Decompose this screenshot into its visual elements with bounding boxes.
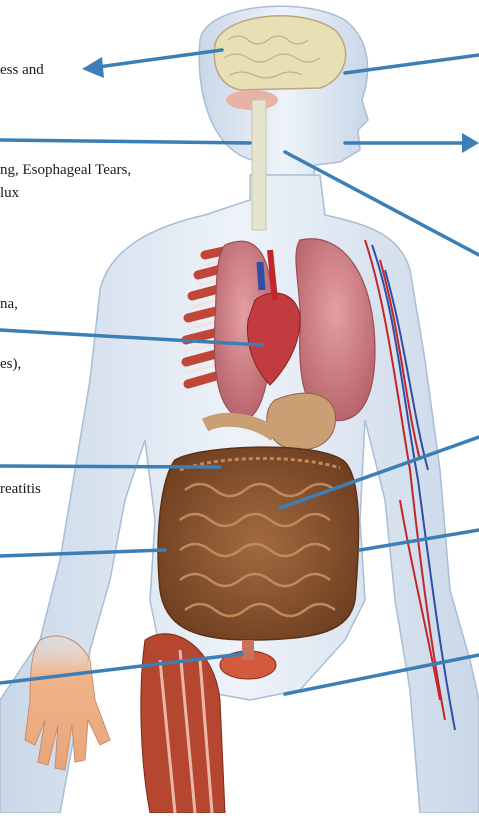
intestines (158, 447, 358, 640)
label-esophagus-line2: lux (0, 185, 19, 202)
label-esophagus-line1: ng, Esophageal Tears, (0, 162, 131, 179)
arrow-right-icon (462, 133, 479, 153)
pointer-esophagus (0, 140, 250, 143)
label-heart-line2: es), (0, 356, 21, 373)
label-brain: ess and (0, 62, 44, 79)
label-heart-line1: na, (0, 296, 18, 313)
arrow-left-icon (82, 57, 104, 78)
label-pancreas: reatitis (0, 481, 41, 498)
pointer-pancreas (0, 466, 220, 467)
